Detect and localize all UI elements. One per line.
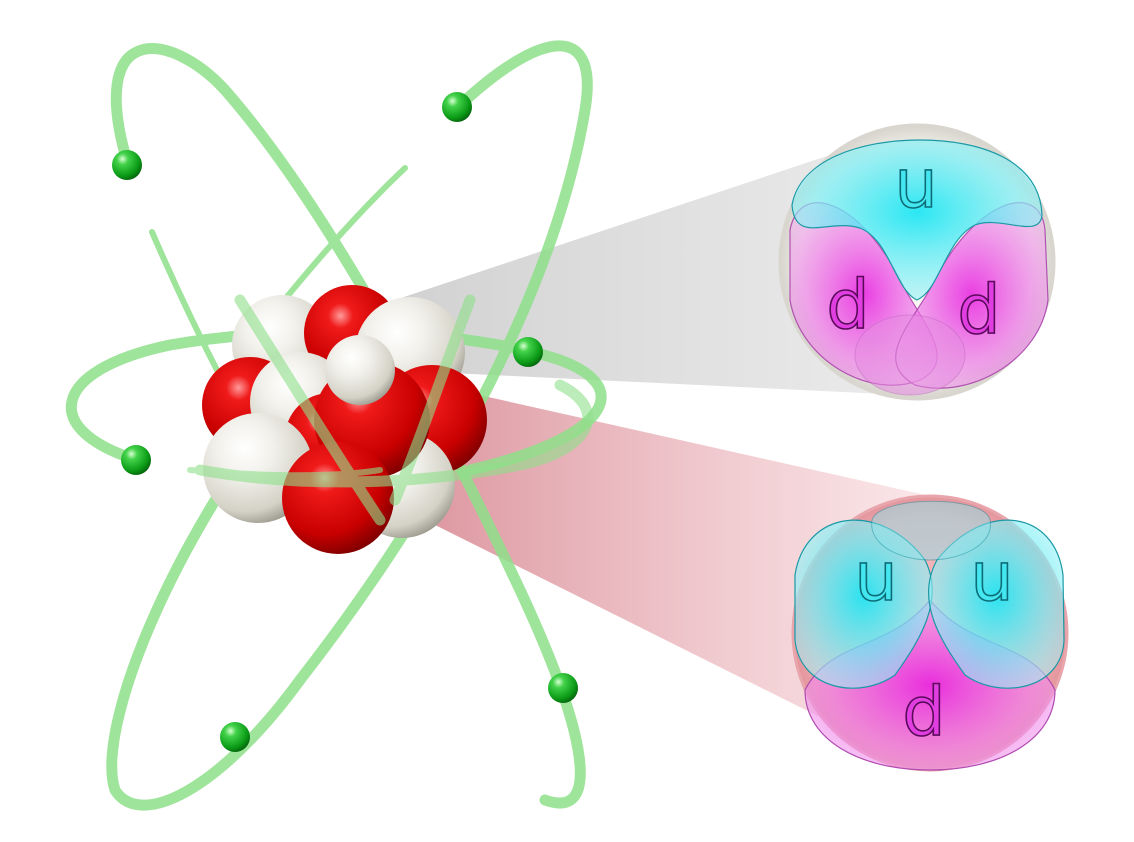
down-quark-cloud-bottom (854, 314, 966, 396)
orbit-front-right-tilt (389, 294, 476, 506)
electron (220, 722, 250, 752)
electrons (112, 92, 578, 752)
neutron-zoom-cone (395, 130, 905, 395)
proton-quark-bottom: d (902, 673, 945, 752)
electron (121, 445, 151, 475)
orbit-front-horizontal (194, 379, 594, 488)
zoom-cones (395, 130, 930, 772)
neutron (325, 335, 395, 405)
quark-overlap-top (871, 500, 991, 561)
neutron-quark-top: u (894, 145, 937, 224)
up-quark-cloud-right (927, 519, 1065, 689)
orbit-front-left-tilt (234, 294, 386, 526)
orbit-right-tilt (106, 40, 593, 811)
nucleus (202, 285, 487, 554)
up-quark-cloud-left (794, 519, 933, 689)
neutron-quark-right: d (957, 271, 1000, 350)
orbit-front-thin (187, 467, 383, 479)
electron (112, 150, 142, 180)
neutron-quark-left: d (826, 266, 869, 345)
proton-quark-left: u (854, 538, 897, 617)
neutron-zoom-icon: u d d (778, 123, 1056, 401)
electron (513, 337, 543, 367)
orbits-front (187, 294, 594, 526)
proton-quark-right: u (970, 538, 1013, 617)
proton-zoom-icon: u u d (791, 494, 1069, 772)
electron (442, 92, 472, 122)
up-quark-cloud (791, 139, 1043, 301)
proton-zoom-cone (395, 388, 930, 772)
electron (548, 673, 578, 703)
